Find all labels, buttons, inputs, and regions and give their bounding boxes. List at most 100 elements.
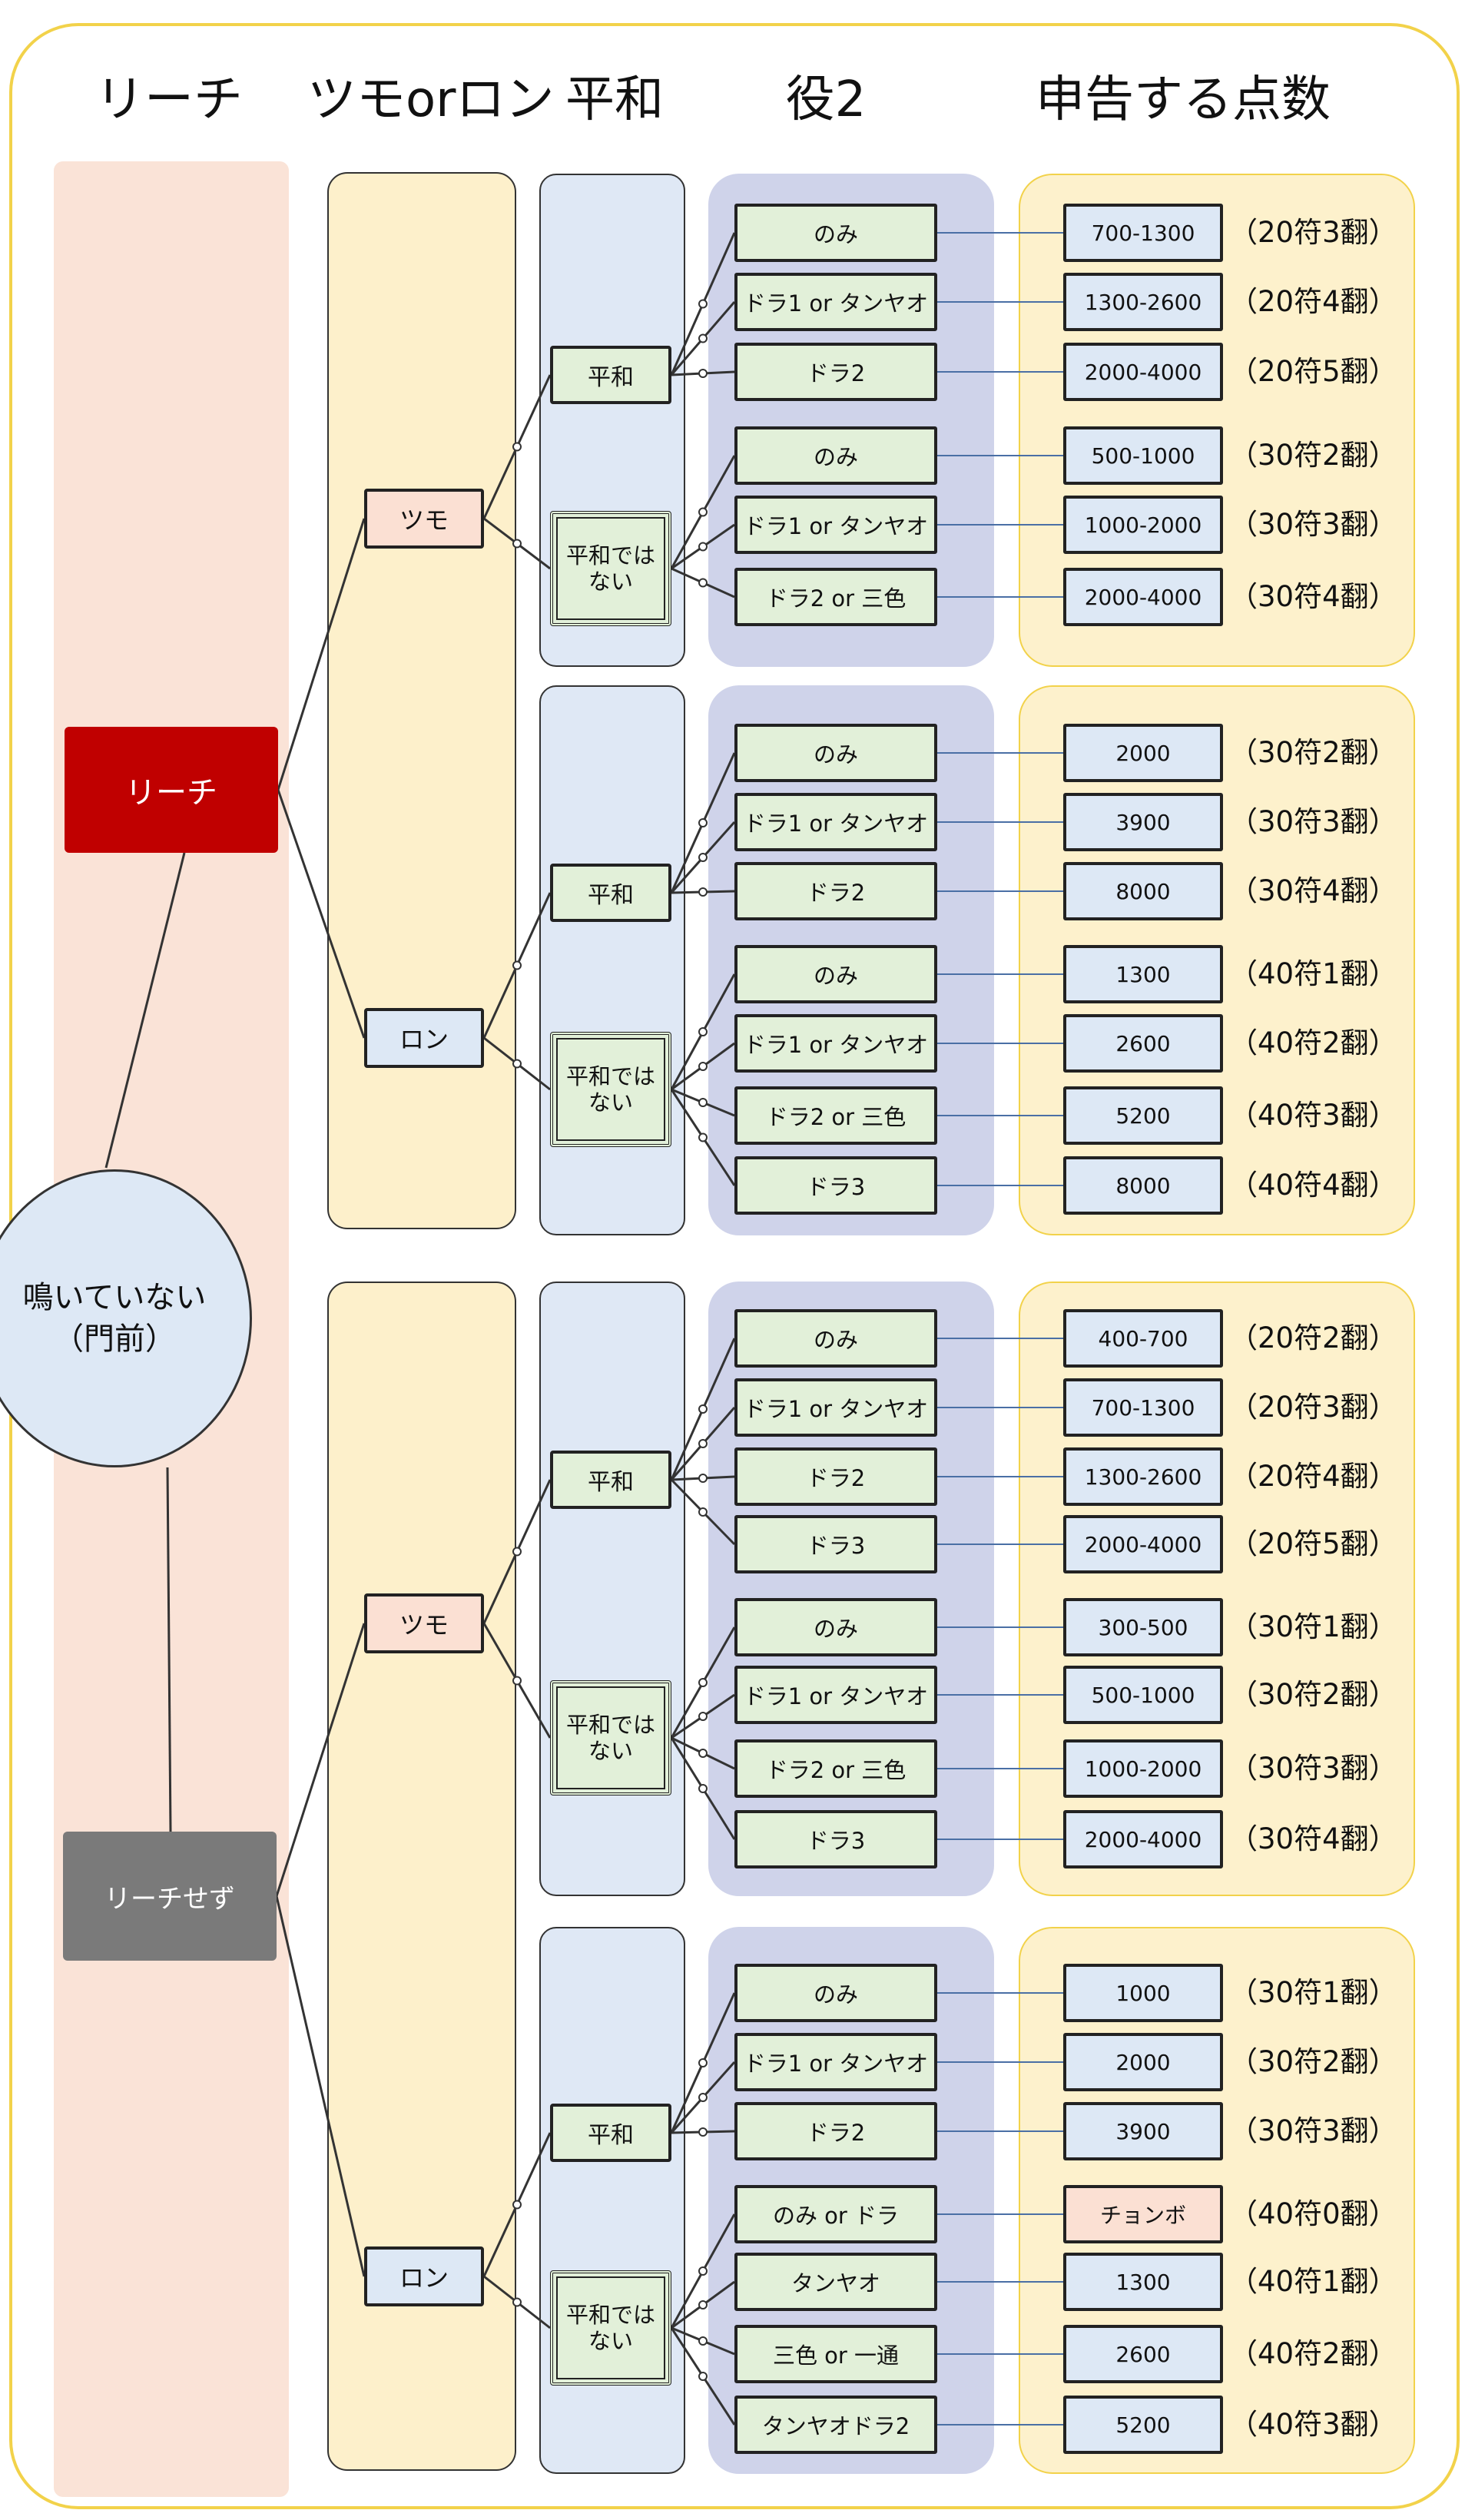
connector-dot	[698, 369, 708, 378]
score-value: 5200	[1063, 2396, 1223, 2454]
yaku-option: ドラ1 or タンヤオ	[734, 273, 937, 331]
connector-dot	[698, 818, 708, 827]
connector-dot	[698, 333, 708, 343]
fu-han-label: （40符1翻）	[1229, 957, 1397, 990]
connector-dot	[512, 2200, 522, 2210]
pinfu-no-node: 平和では ない	[550, 511, 671, 626]
ron-node-riichi: ロン	[364, 1008, 484, 1068]
fu-han-label: （20符3翻）	[1229, 216, 1397, 249]
yaku-option: ドラ2	[734, 2102, 937, 2160]
score-value: 3900	[1063, 2102, 1223, 2160]
pinfu-no-node: 平和では ない	[550, 2270, 671, 2386]
ron-node-no-riichi: ロン	[364, 2246, 484, 2306]
connector-dot	[698, 507, 708, 517]
score-value: 5200	[1063, 1086, 1223, 1145]
fu-han-label: （30符3翻）	[1229, 805, 1397, 838]
connector-dot	[512, 1059, 522, 1069]
score-value: 2000-4000	[1063, 1515, 1223, 1573]
score-value: 1300	[1063, 2253, 1223, 2311]
connector-dot	[512, 2297, 522, 2307]
connector-dot	[698, 1784, 708, 1793]
header-yaku2: 役2	[785, 71, 867, 128]
yaku-option: ドラ1 or タンヤオ	[734, 2033, 937, 2091]
tsumo-node-no-riichi: ツモ	[364, 1593, 484, 1653]
score-value: 2600	[1063, 2325, 1223, 2383]
fu-han-label: （30符3翻）	[1229, 1752, 1397, 1785]
fu-han-label: （20符4翻）	[1229, 285, 1397, 318]
fu-han-label: （20符4翻）	[1229, 1460, 1397, 1493]
score-value: 3900	[1063, 793, 1223, 851]
score-value: 1300-2600	[1063, 1447, 1223, 1506]
score-value: 2000-4000	[1063, 568, 1223, 626]
pinfu-yes-node: 平和	[550, 864, 671, 922]
pinfu-yes-node: 平和	[550, 346, 671, 404]
fu-han-label: （30符1翻）	[1229, 1610, 1397, 1643]
header-score: 申告する点数	[1036, 71, 1331, 128]
yaku-option: のみ	[734, 204, 937, 262]
connector-dot	[512, 539, 522, 549]
yaku-option: ドラ2 or 三色	[734, 1739, 937, 1798]
connector-dot	[698, 2266, 708, 2276]
yaku-option: ドラ2	[734, 862, 937, 920]
score-value: チョンボ	[1063, 2185, 1223, 2243]
fu-han-label: （40符3翻）	[1229, 2408, 1397, 2441]
header-pinfu: 平和	[565, 71, 664, 128]
fu-han-label: （40符4翻）	[1229, 1169, 1397, 1202]
score-value: 1000-2000	[1063, 1739, 1223, 1798]
yaku-option: 三色 or 一通	[734, 2325, 937, 2383]
connector-dot	[698, 1678, 708, 1687]
score-value: 300-500	[1063, 1598, 1223, 1656]
fu-han-label: （20符5翻）	[1229, 1527, 1397, 1560]
fu-han-label: （40符1翻）	[1229, 2265, 1397, 2298]
connector-dot	[698, 1507, 708, 1517]
pinfu-no-node: 平和では ない	[550, 1680, 671, 1796]
yaku-option: ドラ1 or タンヤオ	[734, 1666, 937, 1724]
connector-dot	[698, 1098, 708, 1107]
fu-han-label: （30符2翻）	[1229, 439, 1397, 472]
fu-han-label: （30符3翻）	[1229, 508, 1397, 541]
pinfu-yes-node: 平和	[550, 2104, 671, 2162]
fu-han-label: （20符3翻）	[1229, 1391, 1397, 1424]
score-value: 8000	[1063, 1156, 1223, 1215]
score-value: 8000	[1063, 862, 1223, 920]
yaku-option: ドラ3	[734, 1515, 937, 1573]
fu-han-label: （40符0翻）	[1229, 2197, 1397, 2230]
connector-dot	[698, 1749, 708, 1758]
connector-dot	[698, 1027, 708, 1036]
connector-dot	[698, 2300, 708, 2309]
pinfu-yes-node: 平和	[550, 1451, 671, 1509]
yaku-option: のみ	[734, 724, 937, 782]
connector-dot	[698, 853, 708, 862]
yaku-option: ドラ2 or 三色	[734, 1086, 937, 1145]
connector-line	[275, 1623, 366, 1897]
fu-han-label: （20符5翻）	[1229, 355, 1397, 388]
yaku-option: ドラ2	[734, 1447, 937, 1506]
fu-han-label: （30符2翻）	[1229, 736, 1397, 769]
connector-dot	[698, 2336, 708, 2346]
connector-dot	[512, 1547, 522, 1557]
connector-dot	[698, 2058, 708, 2067]
score-value: 2000	[1063, 724, 1223, 782]
score-value: 700-1300	[1063, 204, 1223, 262]
score-value: 500-1000	[1063, 426, 1223, 485]
score-value: 2600	[1063, 1014, 1223, 1073]
fu-han-label: （30符4翻）	[1229, 580, 1397, 613]
riichi-node: リーチ	[65, 727, 278, 853]
connector-dot	[698, 1712, 708, 1721]
menzen-root-node: 鳴いていない （門前）	[0, 1169, 252, 1467]
connector-dot	[698, 299, 708, 309]
connector-dot	[698, 1439, 708, 1448]
score-value: 1000-2000	[1063, 496, 1223, 554]
yaku-option: のみ or ドラ	[734, 2185, 937, 2243]
fu-han-label: （30符2翻）	[1229, 1678, 1397, 1711]
connector-dot	[698, 542, 708, 552]
yaku-option: のみ	[734, 426, 937, 485]
yaku-option: ドラ2 or 三色	[734, 568, 937, 626]
score-value: 1000	[1063, 1964, 1223, 2022]
connector-dot	[698, 578, 708, 588]
fu-han-label: （30符4翻）	[1229, 874, 1397, 907]
fu-han-label: （30符2翻）	[1229, 2045, 1397, 2078]
score-value: 2000-4000	[1063, 343, 1223, 401]
pinfu-no-node: 平和では ない	[550, 1032, 671, 1147]
yaku-option: のみ	[734, 1964, 937, 2022]
